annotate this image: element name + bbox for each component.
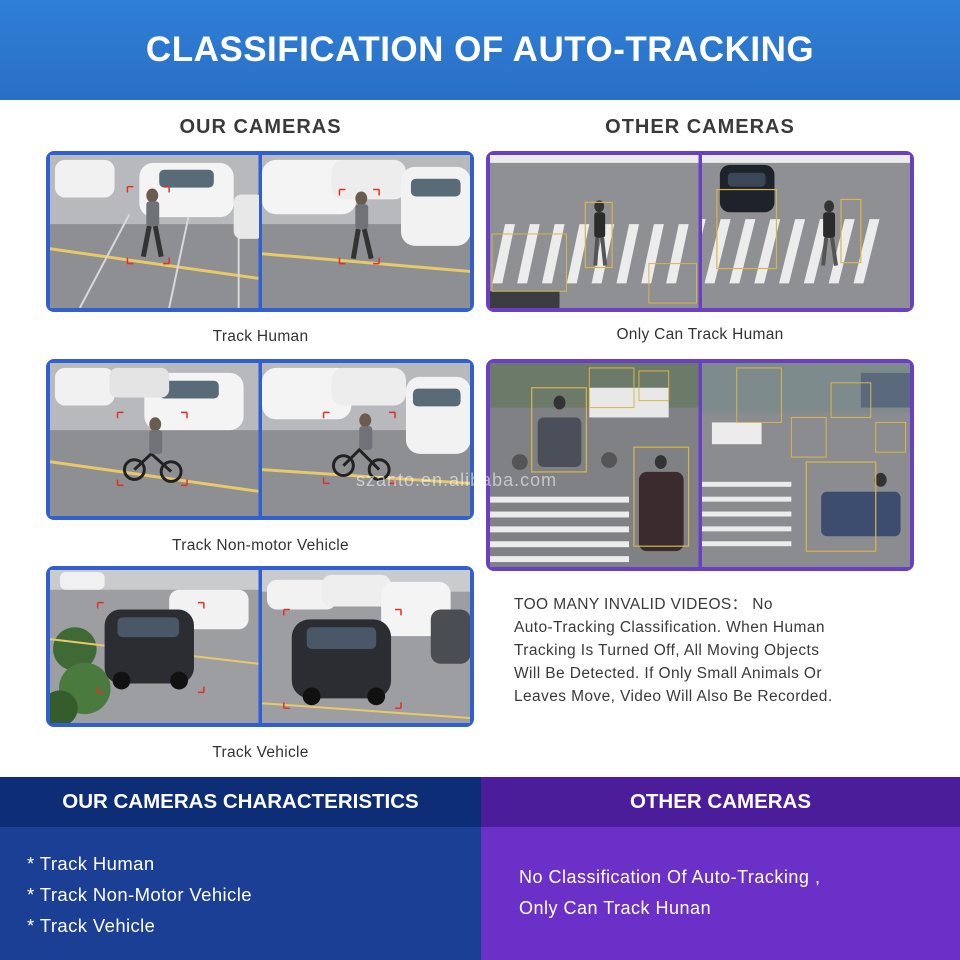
invalid-videos-note: TOO MANY INVALID VIDEOS： No Auto-Trackin… (514, 593, 914, 708)
description-line: No Classification Of Auto-Tracking , (519, 867, 821, 887)
other-cameras-description: No Classification Of Auto-Tracking , Onl… (481, 827, 960, 924)
our-characteristics-section: OUR CAMERAS CHARACTERISTICS * Track Huma… (0, 777, 481, 960)
our-human-tracking-panel (46, 151, 474, 312)
note-line: Leaves Move, Video Will Also Be Recorded… (514, 688, 833, 705)
other-detection-frame-1 (490, 363, 699, 567)
other-human-frame-2 (701, 155, 910, 308)
other-cameras-footer-heading: OTHER CAMERAS (481, 777, 960, 827)
vehicle-tracking-frame-1 (50, 570, 259, 723)
other-human-tracking-panel (486, 151, 914, 312)
other-invalid-detection-panel (486, 359, 914, 571)
description-line: Only Can Track Hunan (519, 898, 712, 918)
other-cameras-section: OTHER CAMERAS No Classification Of Auto-… (481, 777, 960, 960)
characteristics-list: * Track Human * Track Non-Motor Vehicle … (0, 827, 481, 941)
page-title: CLASSIFICATION OF AUTO-TRACKING (145, 30, 815, 69)
note-line: TOO MANY INVALID VIDEOS： No (514, 596, 773, 613)
other-cameras-heading: OTHER CAMERAS (605, 116, 795, 138)
our-cameras-heading: OUR CAMERAS (179, 116, 342, 138)
caption-only-track-human: Only Can Track Human (616, 326, 784, 343)
list-item: * Track Human (27, 853, 155, 874)
human-tracking-frame-1 (50, 155, 259, 308)
vehicle-tracking-frame-2 (261, 570, 470, 723)
caption-track-non-motor: Track Non-motor Vehicle (172, 537, 349, 554)
list-item: * Track Vehicle (27, 915, 156, 936)
title-banner: CLASSIFICATION OF AUTO-TRACKING (0, 0, 960, 100)
other-detection-frame-2 (701, 363, 910, 567)
our-non-motor-tracking-panel (46, 359, 474, 520)
note-line: Tracking Is Turned Off, All Moving Objec… (514, 642, 820, 659)
our-vehicle-tracking-panel (46, 566, 474, 727)
caption-track-human: Track Human (212, 328, 309, 345)
non-motor-tracking-frame-1 (50, 363, 259, 516)
non-motor-tracking-frame-2 (261, 363, 470, 516)
caption-track-vehicle: Track Vehicle (212, 744, 309, 761)
list-item: * Track Non-Motor Vehicle (27, 884, 252, 905)
our-characteristics-heading: OUR CAMERAS CHARACTERISTICS (0, 777, 481, 827)
watermark: szanto.en.alibaba.com (356, 470, 558, 490)
note-line: Auto-Tracking Classification. When Human (514, 619, 825, 636)
other-human-frame-1 (490, 155, 699, 308)
note-line: Will Be Detected. If Only Small Animals … (514, 665, 822, 682)
human-tracking-frame-2 (261, 155, 470, 308)
